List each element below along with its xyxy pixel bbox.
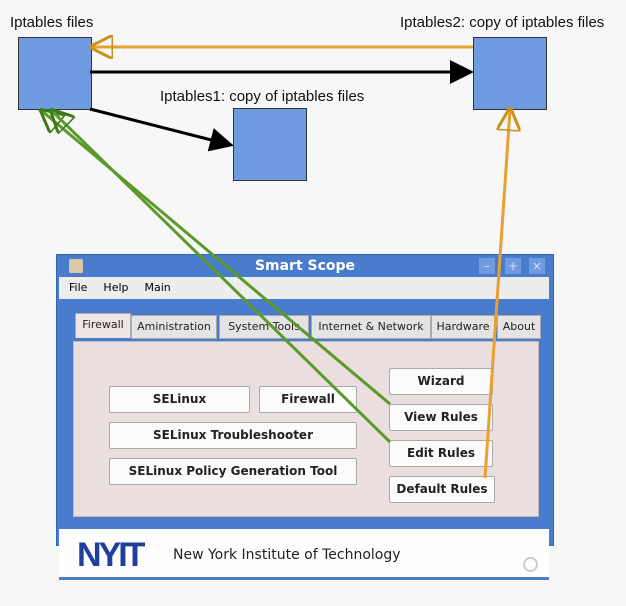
node-label-iptables2: Iptables2: copy of iptables files (400, 14, 605, 31)
default-rules-button[interactable]: Default Rules (389, 476, 495, 503)
arrow-iptables-to-iptables1 (89, 107, 234, 152)
selinux-policy-generation-button[interactable]: SELinux Policy Generation Tool (109, 458, 357, 485)
firewall-panel: SELinux Firewall SELinux Troubleshooter … (73, 341, 539, 517)
minimize-button[interactable]: – (479, 258, 495, 274)
menu-main[interactable]: Main (144, 281, 171, 294)
tab-internet-network[interactable]: Internet & Network (311, 315, 431, 339)
maximize-button[interactable]: + (505, 258, 521, 274)
footer-bar: NYIT New York Institute of Technology (59, 529, 549, 580)
tab-administration[interactable]: Aministration (131, 315, 217, 339)
node-iptables1 (233, 108, 307, 181)
selinux-troubleshooter-button[interactable]: SELinux Troubleshooter (109, 422, 357, 449)
view-rules-button[interactable]: View Rules (389, 404, 493, 431)
selinux-button[interactable]: SELinux (109, 386, 250, 413)
status-circle-icon (523, 557, 538, 572)
firewall-button[interactable]: Firewall (259, 386, 357, 413)
menu-file[interactable]: File (69, 281, 88, 294)
node-label-iptables1: Iptables1: copy of iptables files (160, 88, 365, 105)
wizard-button[interactable]: Wizard (389, 368, 493, 395)
close-button[interactable]: × (529, 258, 545, 274)
footer-text: New York Institute of Technology (173, 547, 401, 563)
tab-about[interactable]: About (497, 315, 541, 339)
node-label-iptables: Iptables files (10, 14, 94, 31)
menu-bar: File Help Main (59, 277, 549, 299)
node-iptables (18, 37, 92, 110)
edit-rules-button[interactable]: Edit Rules (389, 440, 493, 467)
node-iptables2 (473, 37, 547, 110)
menu-help[interactable]: Help (103, 281, 129, 294)
tab-hardware[interactable]: Hardware (431, 315, 495, 339)
tab-firewall[interactable]: Firewall (75, 313, 131, 338)
java-icon (69, 259, 83, 273)
tab-system-tools[interactable]: System Tools (219, 315, 309, 339)
nyit-logo: NYIT (77, 536, 145, 574)
